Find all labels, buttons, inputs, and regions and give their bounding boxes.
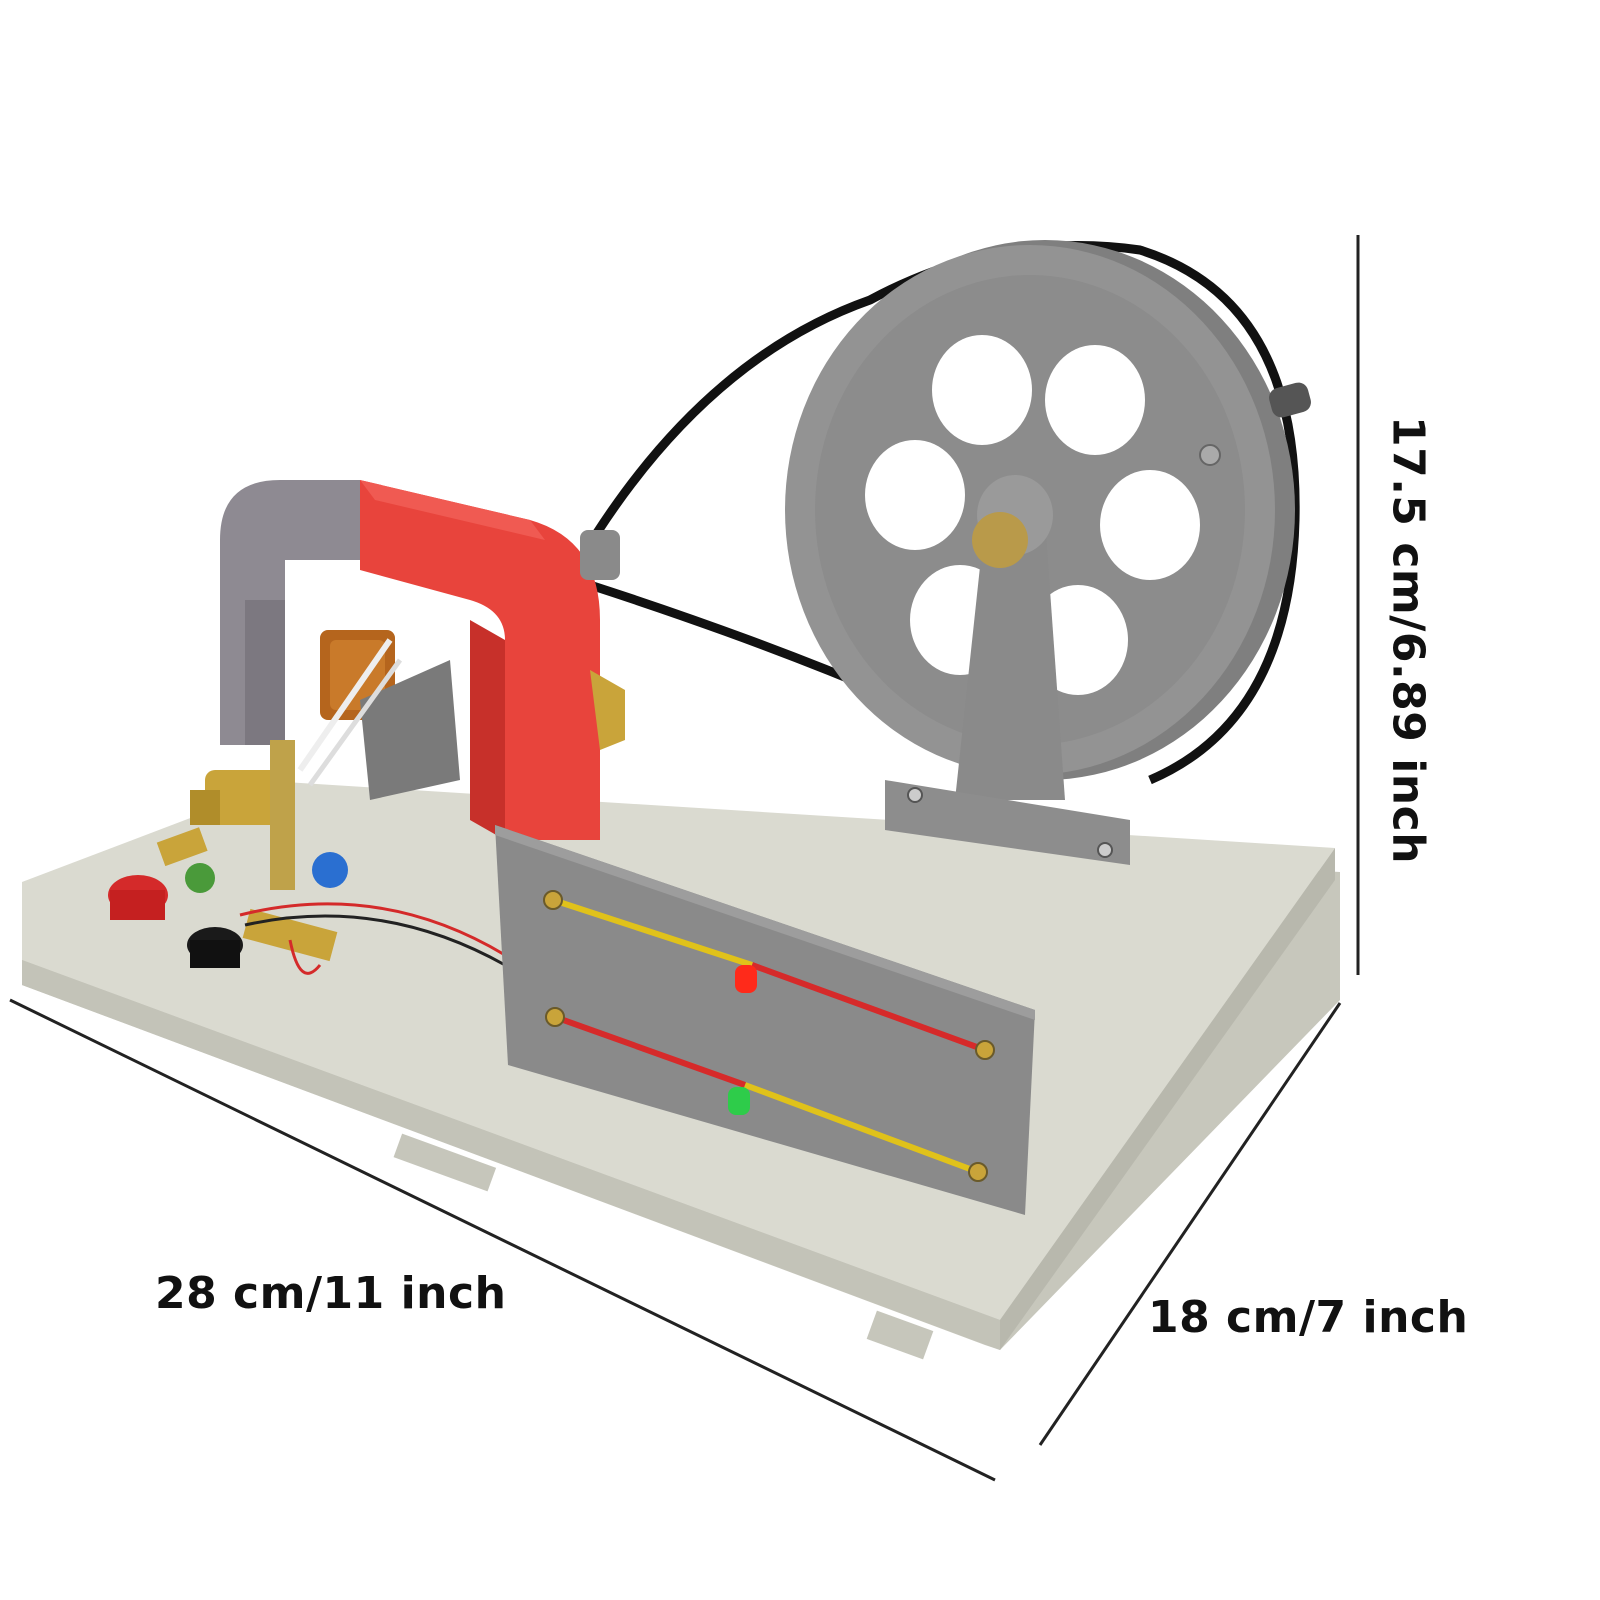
- led-panel: [495, 825, 1035, 1215]
- horseshoe-magnet: [220, 480, 600, 840]
- red-led: [735, 965, 757, 993]
- length-dimension-line: [9, 998, 996, 1482]
- width-dimension-label: 18 cm/7 inch: [1148, 1292, 1469, 1343]
- dimension-lines: [9, 235, 1360, 1482]
- wheel-stand: [885, 475, 1130, 865]
- brush-assembly: [156, 740, 348, 893]
- width-dimension-line: [1038, 1002, 1342, 1446]
- height-dimension-label: 17.5 cm/6.89 inch: [1382, 415, 1434, 865]
- connecting-wires: [239, 902, 506, 975]
- armature-coil: [297, 530, 625, 800]
- green-led: [728, 1087, 750, 1115]
- length-dimension-label: 28 cm/11 inch: [155, 1268, 507, 1319]
